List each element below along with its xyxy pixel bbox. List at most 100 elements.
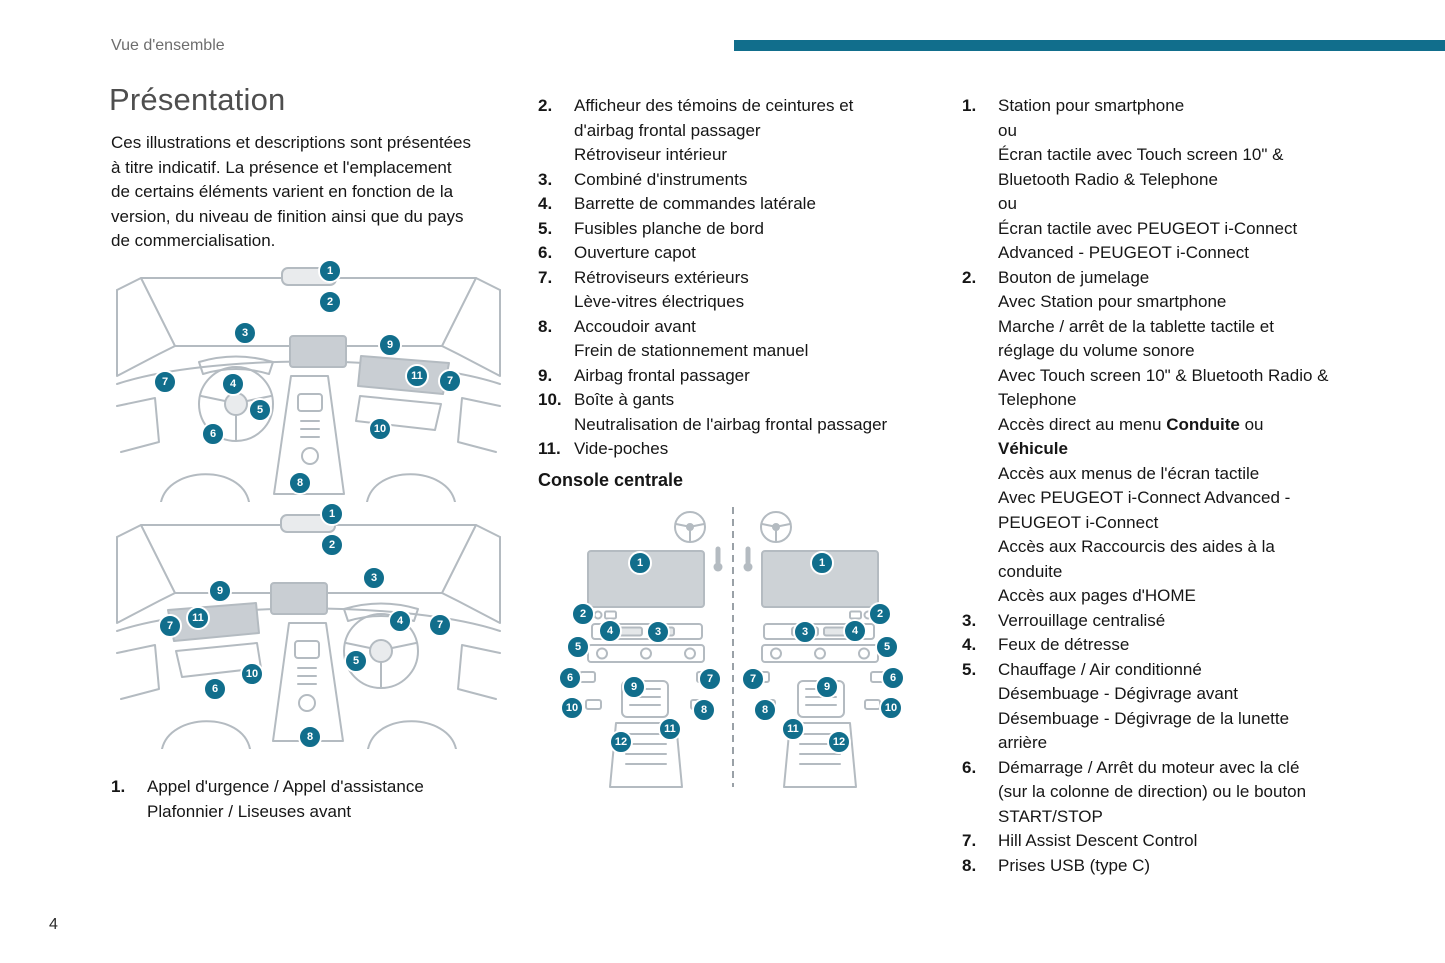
list-item-text: Démarrage / Arrêt du moteur avec la clé … bbox=[998, 757, 1307, 826]
list-item-text: Feux de détresse bbox=[998, 635, 1130, 654]
list-item-text: Accoudoir avant Frein de stationnement m… bbox=[574, 316, 809, 361]
list-item: 3. Combiné d'instruments bbox=[538, 168, 920, 193]
diagram-callout-2: 2 bbox=[868, 602, 892, 626]
diagram-callout-8: 8 bbox=[753, 698, 777, 722]
diagram-callout-10: 10 bbox=[560, 696, 584, 720]
list-item-text: Combiné d'instruments bbox=[574, 169, 748, 189]
list-item-number: 1. bbox=[111, 777, 126, 796]
diagram-callout-4: 4 bbox=[221, 372, 245, 396]
intro-paragraph: Ces illustrations et descriptions sont p… bbox=[111, 133, 472, 250]
list-item-text: Prises USB (type C) bbox=[998, 855, 1151, 875]
diagram-callout-12: 12 bbox=[827, 730, 851, 754]
list-item-number: 6. bbox=[962, 757, 977, 777]
diagram-callout-8: 8 bbox=[288, 471, 312, 495]
diagram-callout-11: 11 bbox=[405, 364, 429, 388]
diagram-callout-7: 7 bbox=[741, 667, 765, 691]
diagram-callout-6: 6 bbox=[881, 666, 905, 690]
list-item: 10. Boîte à gants Neutralisation de l'ai… bbox=[538, 388, 920, 437]
list-item-number: 4. bbox=[538, 194, 553, 213]
list-item-number: 6. bbox=[538, 243, 553, 262]
diagram-callout-5: 5 bbox=[875, 635, 899, 659]
console-line-art bbox=[579, 507, 918, 791]
diagram-callout-3: 3 bbox=[793, 620, 817, 644]
list-item-text-segment: ou bbox=[1244, 414, 1264, 434]
diagram-callout-5: 5 bbox=[566, 635, 590, 659]
right-column-list: 1. Station pour smartphone ou Écran tact… bbox=[962, 94, 1394, 878]
list-item-text: Fusibles planche de bord bbox=[574, 218, 764, 238]
diagram-callout-8: 8 bbox=[692, 698, 716, 722]
list-item: 2. Afficheur des témoins de ceintures et… bbox=[538, 94, 920, 168]
page-header-label: Vue d'ensemble bbox=[111, 37, 225, 54]
middle-column-list: 2. Afficheur des témoins de ceintures et… bbox=[538, 94, 920, 462]
diagram-callout-7: 7 bbox=[428, 613, 452, 637]
diagram-callout-4: 4 bbox=[598, 619, 622, 643]
list-item: 6. Ouverture capot bbox=[538, 241, 920, 266]
list-item-number: 3. bbox=[962, 610, 977, 630]
diagram-callout-1: 1 bbox=[320, 502, 344, 526]
header-accent-bar bbox=[734, 40, 1445, 51]
list-item-text-segment: Accès aux menus de l'écran tactile Avec … bbox=[998, 463, 1291, 606]
list-item-text: Chauffage / Air conditionné Désembuage -… bbox=[998, 659, 1290, 753]
list-item-text: Rétroviseurs extérieurs Lève-vitres élec… bbox=[574, 267, 749, 312]
diagram-callout-9: 9 bbox=[378, 333, 402, 357]
diagram-callout-2: 2 bbox=[320, 533, 344, 557]
list-item: 7. Rétroviseurs extérieurs Lève-vitres é… bbox=[538, 266, 920, 315]
diagram-callout-3: 3 bbox=[362, 566, 386, 590]
list-item-number: 8. bbox=[962, 855, 977, 875]
list-item-number: 9. bbox=[538, 365, 553, 385]
list-item: 5. Fusibles planche de bord bbox=[538, 217, 920, 242]
left-column-list: 1. Appel d'urgence / Appel d'assistance … bbox=[111, 775, 515, 824]
diagram-callout-9: 9 bbox=[815, 675, 839, 699]
list-item-text: Vide-poches bbox=[574, 439, 669, 458]
list-item-text: Boîte à gants Neutralisation de l'airbag… bbox=[574, 390, 888, 434]
list-item-number: 2. bbox=[962, 267, 977, 287]
diagram-callout-8: 8 bbox=[298, 725, 322, 749]
console-section-heading: Console centrale bbox=[538, 470, 684, 490]
list-item: 1. Station pour smartphone ou Écran tact… bbox=[962, 94, 1394, 266]
diagram-callout-9: 9 bbox=[622, 675, 646, 699]
list-item-text-segment: Bouton de jumelage Avec Station pour sma… bbox=[998, 267, 1329, 434]
diagram-callout-12: 12 bbox=[609, 730, 633, 754]
list-item: 5. Chauffage / Air conditionné Désembuag… bbox=[962, 658, 1394, 756]
page-title: Présentation bbox=[109, 82, 286, 117]
list-item-number: 2. bbox=[538, 96, 553, 115]
diagram-callout-11: 11 bbox=[186, 606, 210, 630]
diagram-callout-2: 2 bbox=[318, 290, 342, 314]
list-item-text: Station pour smartphone ou Écran tactile… bbox=[998, 96, 1298, 262]
list-item: 6. Démarrage / Arrêt du moteur avec la c… bbox=[962, 756, 1394, 830]
list-item: 1. Appel d'urgence / Appel d'assistance … bbox=[111, 775, 515, 824]
list-item: 7. Hill Assist Descent Control bbox=[962, 829, 1394, 854]
diagram-callout-5: 5 bbox=[248, 398, 272, 422]
list-item-text: Verrouillage centralisé bbox=[998, 610, 1166, 630]
list-item-number: 3. bbox=[538, 169, 553, 189]
menu-name-vehicule: Véhicule bbox=[998, 439, 1068, 458]
list-item-text: Appel d'urgence / Appel d'assistance Pla… bbox=[147, 777, 424, 821]
list-item: 8. Prises USB (type C) bbox=[962, 854, 1394, 879]
list-item-number: 4. bbox=[962, 635, 977, 654]
diagram-callout-3: 3 bbox=[233, 321, 257, 345]
diagram-callout-9: 9 bbox=[208, 579, 232, 603]
diagram-callout-4: 4 bbox=[388, 609, 412, 633]
list-item-text: Bouton de jumelage Avec Station pour sma… bbox=[998, 266, 1394, 609]
diagram-callout-1: 1 bbox=[810, 551, 834, 575]
diagram-callout-7: 7 bbox=[153, 370, 177, 394]
list-item-text: Ouverture capot bbox=[574, 243, 696, 262]
list-item: 11. Vide-poches bbox=[538, 437, 920, 462]
diagram-callout-11: 11 bbox=[658, 717, 682, 741]
list-item: 2. Bouton de jumelage Avec Station pour … bbox=[962, 266, 1394, 609]
list-item: 9. Airbag frontal passager bbox=[538, 364, 920, 389]
diagram-callout-10: 10 bbox=[879, 696, 903, 720]
list-item: 8. Accoudoir avant Frein de stationnemen… bbox=[538, 315, 920, 364]
list-item-text: Barrette de commandes latérale bbox=[574, 194, 816, 213]
list-item-text: Afficheur des témoins de ceintures et d'… bbox=[574, 96, 854, 164]
diagram-callout-11: 11 bbox=[781, 717, 805, 741]
list-item-number: 5. bbox=[538, 218, 553, 238]
list-item-number: 11. bbox=[538, 439, 561, 458]
list-item-number: 7. bbox=[962, 831, 977, 850]
list-item: 4. Barrette de commandes latérale bbox=[538, 192, 920, 217]
diagram-callout-7: 7 bbox=[438, 369, 462, 393]
diagram-callout-7: 7 bbox=[158, 614, 182, 638]
